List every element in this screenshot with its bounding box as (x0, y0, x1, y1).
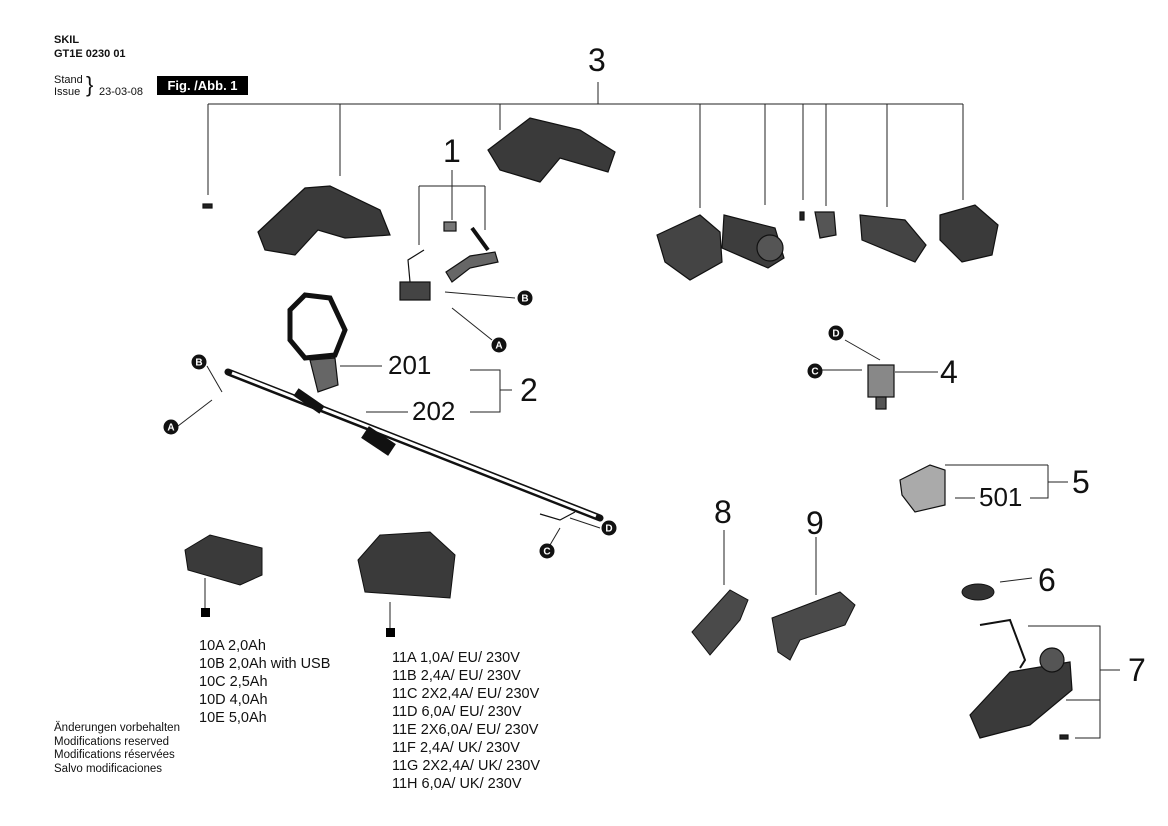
marker-a-label-2: A (167, 423, 174, 434)
callout-4: 4 (940, 354, 958, 390)
part-8-cover (691, 589, 749, 656)
figure-label: Fig. /Abb. 1 (157, 76, 248, 95)
marker-c-circle-2 (539, 543, 555, 559)
charger-image (357, 531, 456, 599)
battery-item: 10B 2,0Ah with USB (199, 656, 331, 672)
shaft-clamp-part (293, 388, 325, 414)
marker-a-circle-2 (163, 419, 179, 435)
brace-glyph: } (86, 72, 94, 97)
marker-c-circle-1 (807, 363, 823, 379)
marker-b-circle-1 (517, 290, 533, 306)
part-9-bracket (771, 591, 856, 661)
marker-b-circle-2 (191, 354, 207, 370)
issue-label: Issue (54, 86, 81, 98)
marker-c-label-1: C (811, 367, 818, 378)
charger-item: 11F 2,4A/ UK/ 230V (392, 740, 520, 756)
battery-item: 10E 5,0Ah (199, 710, 267, 726)
battery-item: 10D 4,0Ah (199, 692, 268, 708)
marker-d-label-2: D (605, 524, 612, 535)
wire-part (407, 249, 425, 283)
charger-item: 11E 2X6,0A/ EU/ 230V (392, 722, 539, 738)
brand-label: SKIL (54, 34, 80, 46)
guard-part (969, 661, 1073, 739)
callout-3: 3 (588, 42, 606, 78)
edge-guide-wire-part (979, 618, 1027, 669)
marker-a-circle-1 (491, 337, 507, 353)
issue-date: 23-03-08 (99, 86, 144, 98)
charger-item: 11G 2X2,4A/ UK/ 230V (392, 758, 541, 774)
charger-list: 11A 1,0A/ EU/ 230V 11B 2,4A/ EU/ 230V 11… (392, 649, 540, 793)
marker-b-label-1: B (521, 294, 528, 305)
housing-half-left (257, 185, 391, 256)
motor-coupling-part (867, 364, 895, 398)
battery-pack-image (184, 534, 263, 586)
model-number: GT1E 0230 01 (54, 48, 126, 60)
head-housing-part (939, 204, 999, 263)
marker-d-label-1: D (832, 329, 839, 340)
marker-d-circle-2 (601, 520, 617, 536)
charger-item: 11C 2X2,4A/ EU/ 230V (392, 686, 540, 702)
telescope-collar-part (361, 426, 396, 456)
callout-9: 9 (806, 505, 824, 541)
marker-b-label-2: B (195, 358, 202, 369)
charger-item: 11A 1,0A/ EU/ 230V (392, 650, 520, 666)
gear-housing-part (859, 214, 927, 263)
callout-5: 5 (1072, 464, 1090, 500)
motor-cover-part (656, 214, 723, 281)
charger-item: 11D 6,0A/ EU/ 230V (392, 704, 522, 720)
modifications-notice: Änderungen vorbehalten Modifications res… (54, 722, 180, 776)
modification-line: Änderungen vorbehalten (54, 722, 180, 734)
front-handle-part (287, 292, 348, 361)
battery-item: 10A 2,0Ah (199, 638, 266, 654)
battery-list: 10A 2,0Ah 10B 2,0Ah with USB 10C 2,5Ah 1… (199, 637, 330, 727)
switch-module-part (399, 281, 431, 301)
cable-end-part (539, 511, 576, 521)
motor-gear-part (756, 234, 784, 262)
callout-501: 501 (979, 482, 1023, 512)
callout-201: 201 (388, 350, 432, 380)
pin-part (799, 211, 805, 221)
trigger-part (445, 251, 499, 283)
guard-knob-part (1039, 647, 1065, 673)
battery-item: 10C 2,5Ah (199, 674, 268, 690)
callout-2: 2 (520, 372, 538, 408)
charger-list-marker (386, 628, 395, 637)
marker-d-circle-1 (828, 325, 844, 341)
marker-a-label-1: A (495, 341, 502, 352)
housing-half-top (487, 117, 616, 183)
handle-clamp-part (309, 357, 339, 393)
callout-7: 7 (1128, 652, 1146, 688)
line-spool-part (961, 583, 995, 601)
charger-item: 11B 2,4A/ EU/ 230V (392, 668, 521, 684)
stand-label: Stand (54, 74, 83, 86)
screw-part (202, 203, 213, 209)
switch-part (814, 211, 837, 239)
switch-button-part (443, 221, 457, 232)
callout-8: 8 (714, 494, 732, 530)
spool-cover-part (899, 464, 946, 513)
modification-line: Modifications réservées (54, 749, 175, 762)
callout-202: 202 (412, 396, 456, 426)
marker-c-label-2: C (543, 547, 550, 558)
callout-6: 6 (1038, 562, 1056, 598)
battery-list-marker (201, 608, 210, 617)
charger-item: 11H 6,0A/ UK/ 230V (392, 776, 522, 792)
modification-line: Salvo modificaciones (54, 762, 163, 775)
modification-line: Modifications reserved (54, 735, 170, 748)
spring-part (470, 226, 490, 252)
callout-1: 1 (443, 133, 461, 169)
